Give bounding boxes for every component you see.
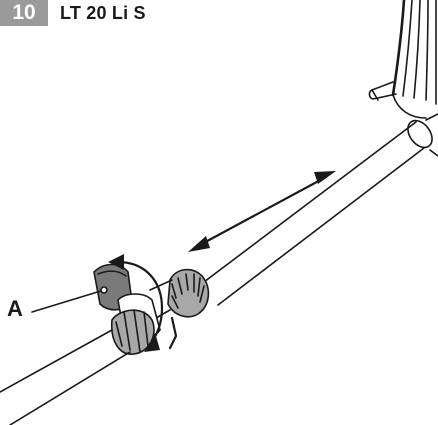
model-title: LT 20 Li S — [60, 2, 146, 23]
telescope-double-arrow — [188, 171, 336, 252]
callout-label-a: A — [7, 296, 23, 321]
header: 10 LT 20 Li S — [0, 0, 146, 26]
twist-collar — [149, 268, 210, 319]
handle-grip — [368, 0, 437, 119]
rotation-arrow — [108, 254, 178, 352]
step-number-badge: 10 — [0, 0, 48, 26]
upper-tube — [199, 113, 438, 306]
lower-tube — [0, 329, 131, 425]
callout-a-leader — [31, 286, 108, 313]
clamp-body — [110, 293, 161, 355]
